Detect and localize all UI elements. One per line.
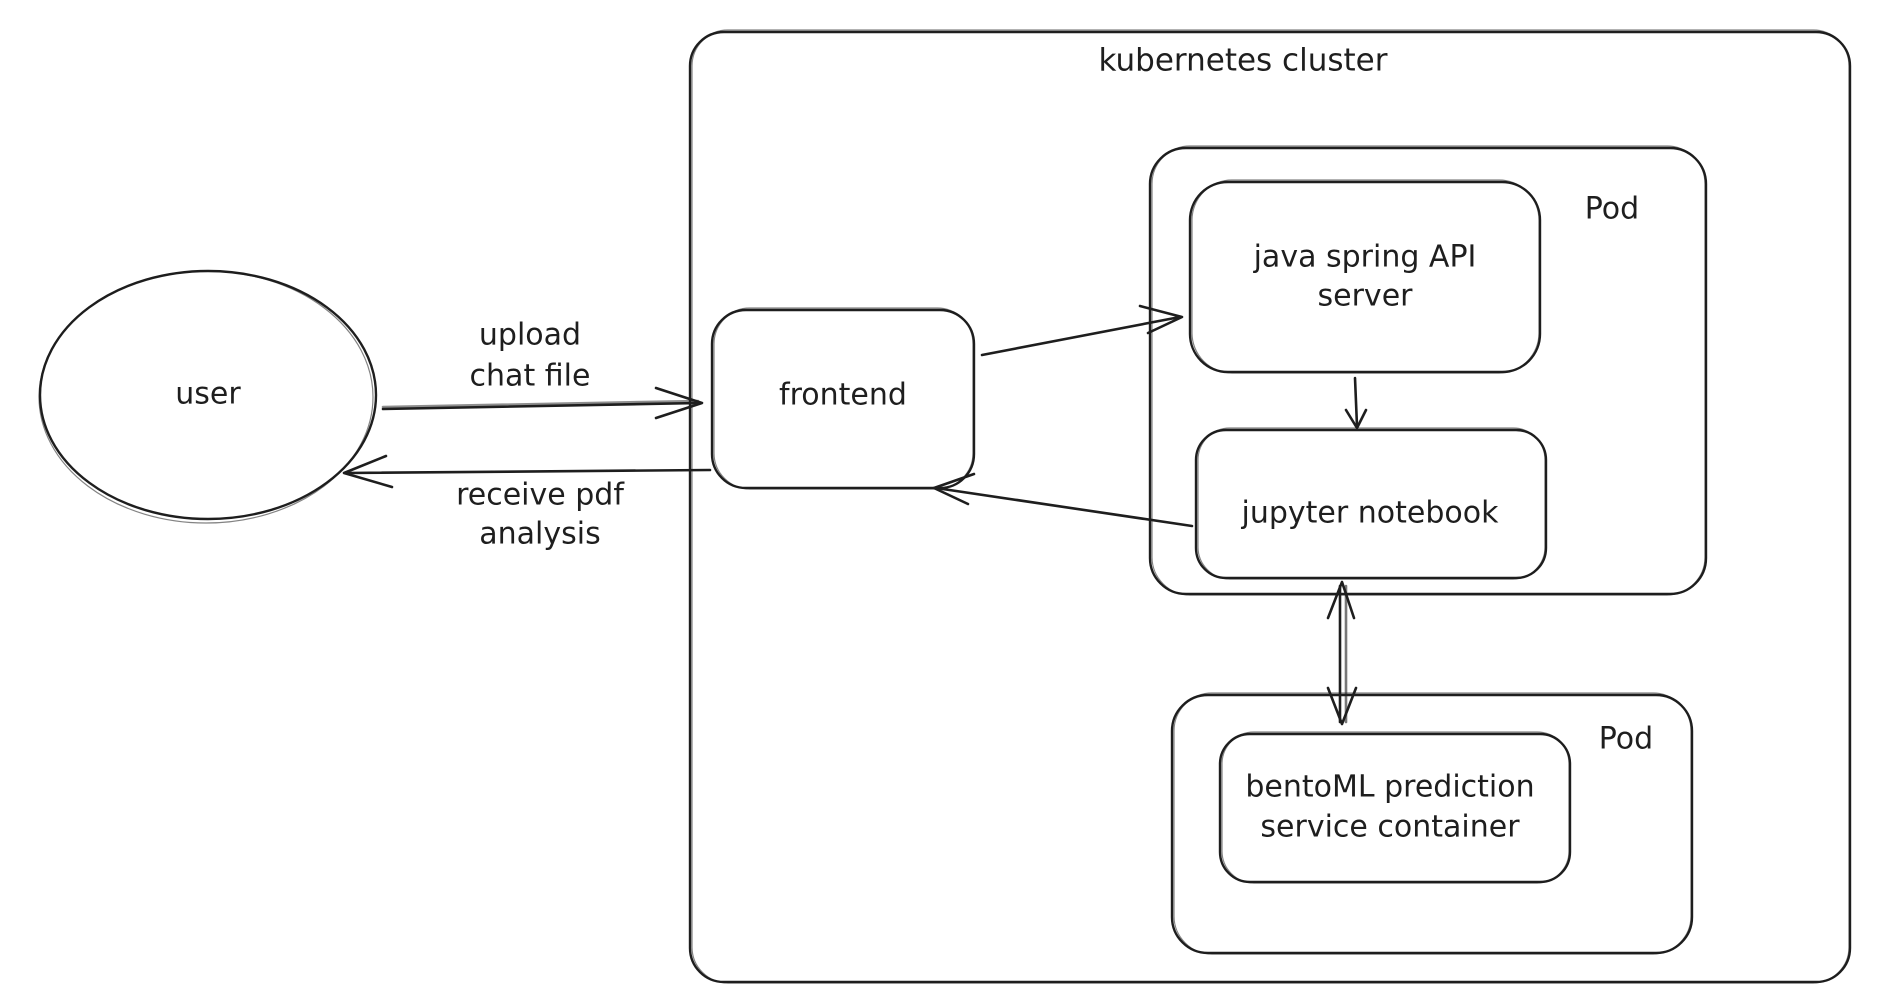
upload-label-line2: chat file [470,359,591,394]
receive-label-line1: receive pdf [456,478,625,513]
frontend-node: frontend [710,307,976,490]
api-server-label-line2: server [1318,279,1414,314]
user-node: user [38,269,378,524]
pod-bottom: Pod bentoML prediction service container [1170,692,1694,955]
cluster-label: kubernetes cluster [1099,43,1388,79]
bentoml-node: bentoML prediction service container [1218,731,1572,884]
kubernetes-cluster: kubernetes cluster [688,29,1852,984]
pod-top: Pod java spring API server jupyter noteb… [1148,145,1708,596]
receive-arrow: receive pdf analysis [342,454,712,552]
notebook-bentoml-arrow [1326,580,1358,726]
pod-top-label: Pod [1585,192,1639,227]
notebook-to-frontend-arrow [932,472,1194,528]
api-server-label-line1: java spring API [1253,240,1477,275]
receive-label-line2: analysis [479,517,600,552]
user-label: user [175,377,241,412]
notebook-label: jupyter notebook [1241,496,1500,531]
upload-arrow: upload chat file [381,318,704,420]
bentoml-label-line1: bentoML prediction [1245,770,1534,805]
notebook-node: jupyter notebook [1194,427,1548,580]
bentoml-label-line2: service container [1260,810,1520,845]
frontend-label: frontend [779,378,907,413]
upload-label-line1: upload [479,318,581,353]
frontend-to-api-arrow [980,304,1184,357]
pod-bottom-label: Pod [1599,722,1653,757]
api-to-notebook-arrow [1344,376,1368,430]
api-server-node: java spring API server [1188,179,1542,374]
